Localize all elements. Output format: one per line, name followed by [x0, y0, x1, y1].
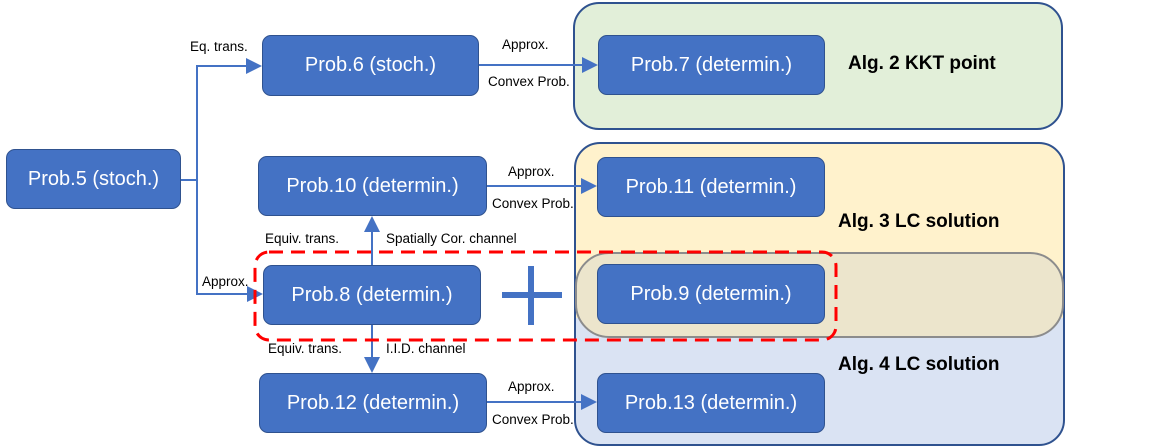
dashed-highlight: [253, 250, 838, 342]
label-convex-12-13: Convex Prob.: [492, 412, 574, 427]
label-equiv-8-12: Equiv. trans.: [268, 341, 343, 356]
alg2-label: Alg. 2 KKT point: [848, 53, 996, 74]
label-approx-10-11: Approx.: [508, 164, 555, 179]
plus-icon: [502, 266, 562, 325]
label-convex-6-7: Convex Prob.: [488, 74, 570, 89]
label-iid-channel: I.I.D. channel: [386, 341, 466, 356]
edge-5-6: [196, 58, 262, 180]
prob-6-box: Prob.6 (stoch.): [262, 35, 479, 96]
label-convex-10-11: Convex Prob.: [492, 196, 574, 211]
prob-5-box: Prob.5 (stoch.): [6, 149, 181, 209]
label-equiv-8-10: Equiv. trans.: [265, 231, 340, 246]
label-eq-trans: Eq. trans.: [190, 39, 248, 54]
prob-13-box: Prob.13 (determin.): [597, 373, 825, 433]
prob-12-box: Prob.12 (determin.): [259, 373, 487, 433]
alg4-label: Alg. 4 LC solution: [838, 354, 1000, 375]
edge-5-8: [196, 180, 263, 302]
prob-10-box: Prob.10 (determin.): [258, 156, 487, 216]
prob-9-box: Prob.9 (determin.): [597, 264, 825, 324]
label-spatial-channel: Spatially Cor. channel: [386, 231, 517, 246]
label-approx-6-7: Approx.: [502, 37, 549, 52]
prob-8-box: Prob.8 (determin.): [263, 265, 481, 325]
label-approx-12-13: Approx.: [508, 379, 555, 394]
prob-7-box: Prob.7 (determin.): [598, 35, 825, 95]
label-approx-5-8: Approx.: [202, 274, 249, 289]
alg3-label: Alg. 3 LC solution: [838, 211, 1000, 232]
prob-11-box: Prob.11 (determin.): [597, 157, 825, 217]
